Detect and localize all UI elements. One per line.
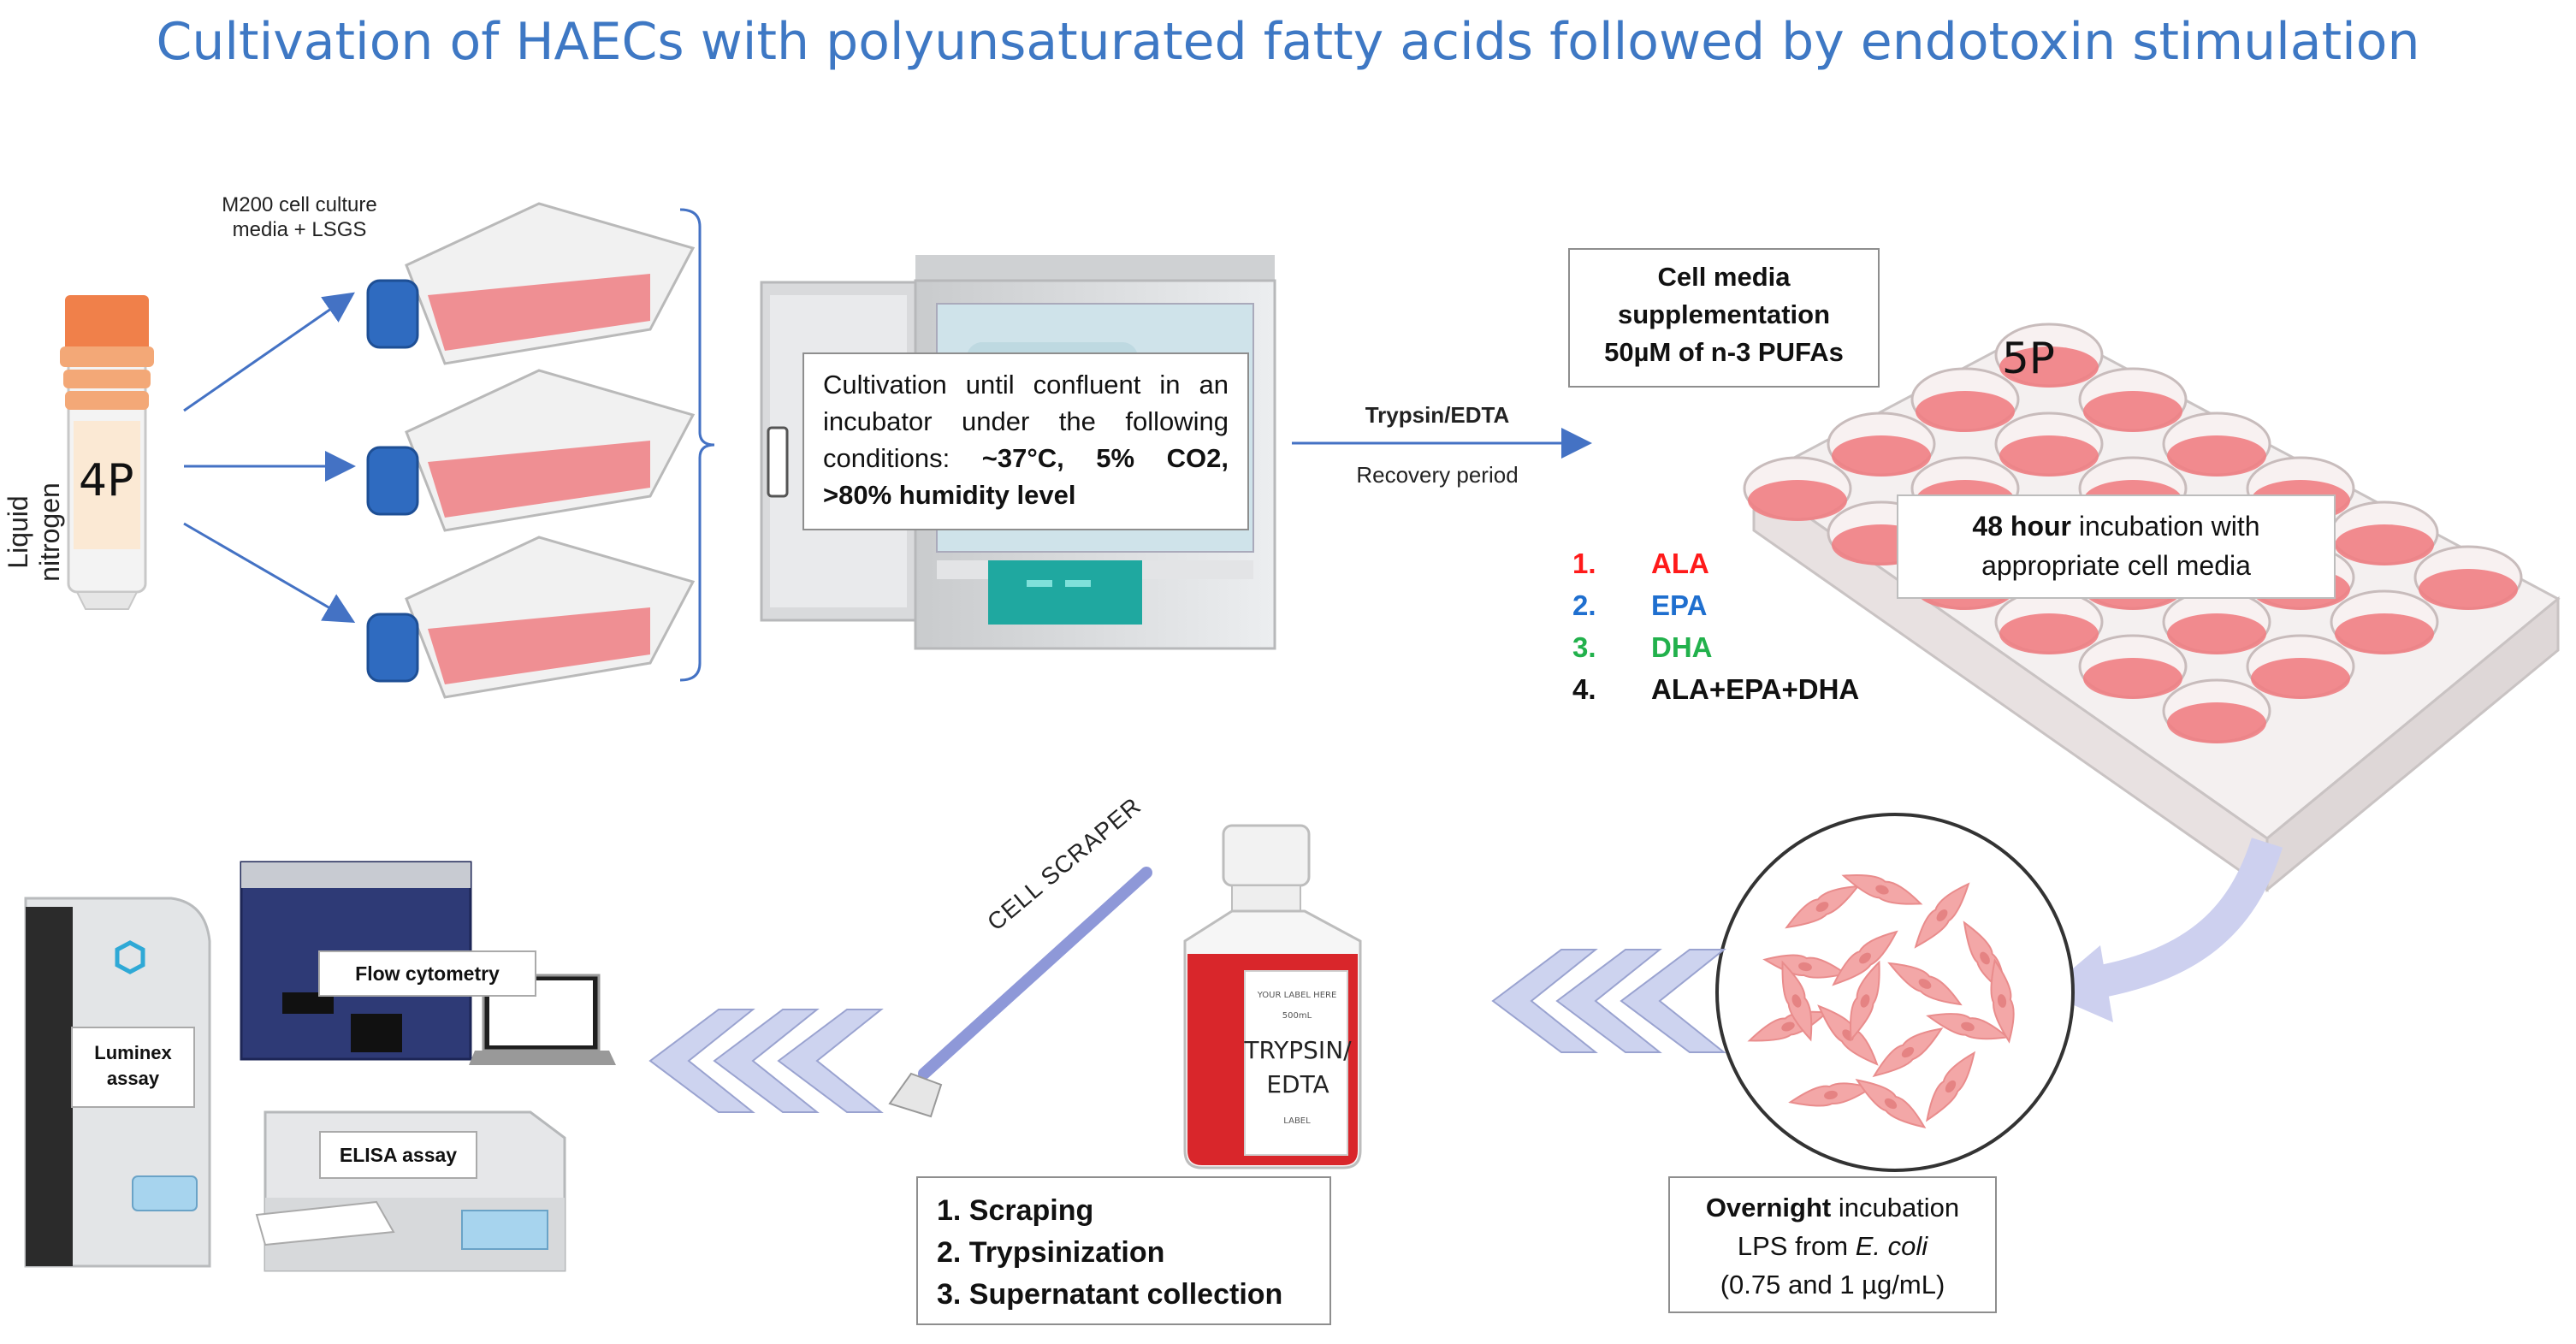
cell-nucleus — [1781, 1021, 1795, 1032]
elisa-label-box: ELISA assay — [319, 1131, 477, 1179]
plate-well-medium — [2335, 613, 2434, 654]
pufa-item: 4. ALA+EPA+DHA — [1572, 673, 1859, 706]
plate-incubation-box: 48 hour incubation with appropriate cell… — [1897, 494, 2336, 599]
supplementation-line1: Cell media — [1657, 262, 1791, 292]
cell-nucleus — [1945, 1080, 1957, 1093]
flask-media-label: M200 cell culture media + LSGS — [180, 193, 419, 243]
flask-media-line1: M200 cell culture — [222, 193, 377, 216]
pufa-number: 2. — [1572, 589, 1596, 621]
arrow-label-bottom: Recovery period — [1356, 462, 1519, 488]
bottle-label-line2: EDTA — [1266, 1070, 1329, 1098]
plate-well-medium — [2251, 658, 2350, 699]
bottle-fine-print-1: YOUR LABEL HERE — [1257, 991, 1337, 1000]
steps-item: 1. Scraping — [937, 1194, 1094, 1227]
bottle-label: TRYPSIN/ EDTA — [1242, 1033, 1353, 1102]
lps-box-line2: LPS from — [1737, 1231, 1856, 1261]
plate-passage-label: 5P — [2002, 334, 2055, 383]
plate-well-medium — [1999, 346, 2099, 388]
incubator-conditions-box: Cultivation until confluent in an incuba… — [802, 352, 1249, 530]
cell-nucleus — [1936, 909, 1948, 921]
pufa-name: EPA — [1651, 589, 1708, 621]
cell-nucleus — [1815, 902, 1829, 912]
lps-box-species: E. coli — [1855, 1231, 1928, 1261]
bottle-label-line1: TRYPSIN/ — [1244, 1036, 1352, 1064]
well-plate-icon — [1743, 323, 2561, 893]
plate-well-medium — [1999, 435, 2099, 477]
plate-well-medium — [2167, 702, 2266, 743]
plate-well-medium — [1916, 391, 2015, 432]
supplementation-box: Cell media supplementation 50µM of n-3 P… — [1568, 248, 1880, 388]
plate-box-bold: 48 hour — [1972, 511, 2071, 542]
flask-media-line2: media + LSGS — [232, 217, 367, 241]
pufa-number: 4. — [1572, 673, 1596, 705]
lps-box-rest: incubation — [1831, 1193, 1960, 1223]
cryovial-icon — [60, 295, 154, 610]
cell-nucleus — [1884, 1098, 1898, 1110]
lps-box-line3: (0.75 and 1 µg/mL) — [1720, 1270, 1945, 1300]
page-title: Cultivation of HAECs with polyunsaturate… — [156, 12, 2420, 72]
cell-scraper-icon — [888, 867, 1152, 1118]
cell-nucleus — [1791, 994, 1802, 1008]
plate-well-medium — [1748, 480, 1847, 521]
curved-arrow-head — [2045, 945, 2113, 1022]
bottle-fine-print-3: LABEL — [1283, 1116, 1311, 1126]
pufa-name: ALA — [1651, 548, 1709, 579]
cell-nucleus — [1798, 962, 1812, 972]
vial-side-label: Liquid nitrogen — [3, 483, 65, 582]
cell-nucleus — [1875, 885, 1889, 895]
plate-well-medium — [2083, 391, 2182, 432]
vial-to-flask-arrows — [183, 292, 356, 624]
supplementation-line2: supplementation — [1617, 299, 1830, 329]
plate-well-medium — [2167, 613, 2266, 654]
lps-box: Overnight incubation LPS from E. coli (0… — [1668, 1176, 1997, 1313]
cell-nucleus — [1901, 1046, 1915, 1058]
plate-well-medium — [2419, 569, 2518, 610]
plate-box-line2: appropriate cell media — [1981, 550, 2251, 581]
luminex-label-box: Luminex assay — [71, 1027, 195, 1108]
curved-arrow — [2084, 838, 2283, 1000]
plate-well-medium — [2083, 658, 2182, 699]
supplementation-line3: 50µM of n-3 PUFAs — [1604, 337, 1844, 367]
pufa-name: DHA — [1651, 631, 1713, 663]
culture-flask-icon — [366, 536, 696, 699]
luminex-label-line1: Luminex — [94, 1042, 172, 1063]
cell-nucleus — [1860, 994, 1870, 1008]
culture-flask-icon — [366, 369, 696, 532]
steps-item: 2. Trypsinization — [937, 1236, 1165, 1269]
vial-passage-label: 4P — [79, 455, 134, 506]
flask-bracket — [679, 208, 715, 682]
pufa-item: 1. ALA — [1572, 548, 1709, 580]
arrow-label-top: Trypsin/EDTA — [1365, 402, 1510, 428]
lps-box-bold: Overnight — [1705, 1193, 1832, 1223]
incubator-conditions-text: Cultivation until confluent in an incuba… — [823, 370, 1229, 473]
plate-well-medium — [1832, 435, 1931, 477]
pufa-name: ALA+EPA+DHA — [1651, 673, 1860, 705]
cell-nucleus — [1980, 951, 1990, 965]
luminex-label-line2: assay — [106, 1068, 160, 1089]
cell-nucleus — [1918, 979, 1932, 989]
plate-well-medium — [2167, 435, 2266, 477]
steps-item: 3. Supernatant collection — [937, 1278, 1283, 1311]
chevron-arrows-right — [1491, 949, 1726, 1053]
cell-nucleus — [1961, 1021, 1975, 1032]
media-bottle-icon — [1183, 824, 1362, 1169]
pufa-item: 3. DHA — [1572, 631, 1713, 664]
cell-nucleus — [1997, 994, 2007, 1008]
plate-well-medium — [1999, 613, 2099, 654]
pufa-item: 2. EPA — [1572, 589, 1707, 622]
culture-flask-icon — [366, 202, 696, 365]
flow-cytometry-label-box: Flow cytometry — [318, 950, 536, 997]
chevron-arrows-left — [648, 1009, 884, 1113]
incubator-conditions-bold: ~37°C, 5% CO2, >80% humidity level — [823, 443, 1229, 510]
cell-nucleus — [1824, 1090, 1838, 1100]
endothelial-cells-icon — [1715, 813, 2075, 1172]
plate-well-medium — [2335, 524, 2434, 565]
pufa-number: 1. — [1572, 548, 1596, 579]
plate-box-rest: incubation with — [2071, 511, 2260, 542]
cell-nucleus — [1859, 952, 1871, 964]
steps-box: 1. Scraping 2. Trypsinization 3. Superna… — [916, 1176, 1331, 1325]
pufa-number: 3. — [1572, 631, 1596, 663]
bottle-fine-print-2: 500mL — [1282, 1011, 1312, 1021]
